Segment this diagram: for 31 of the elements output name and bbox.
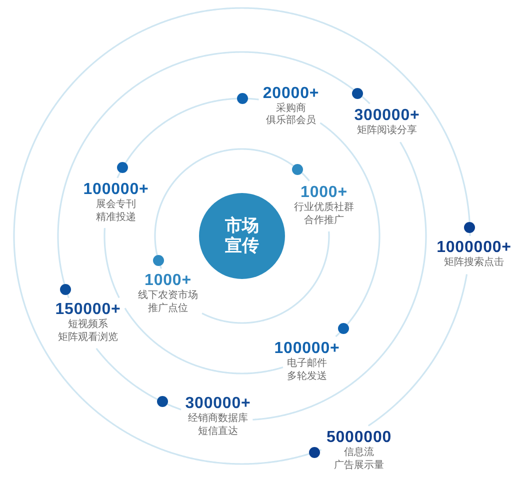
dot-icon	[117, 162, 128, 174]
channel-label: 线下农资市场推广点位	[138, 290, 198, 315]
channel-label: 采购商俱乐部会员	[266, 102, 316, 128]
dot-icon	[236, 93, 248, 104]
count-value: 300000+	[354, 108, 420, 124]
channel-label: 信息流广告展示量	[334, 447, 384, 472]
dot-icon	[352, 88, 364, 99]
dot-icon	[292, 164, 304, 175]
channel-label: 短视频系矩阵观看浏览	[58, 319, 118, 344]
count-value: 100000+	[274, 341, 340, 357]
channel-label: 矩阵阅读分享	[357, 125, 417, 138]
channel-label: 行业优质社群合作推广	[294, 202, 354, 227]
dot-icon	[156, 396, 168, 408]
count-value: 300000+	[185, 396, 251, 412]
center-circle: 市场宣传	[199, 193, 285, 279]
channel-label: 展会专刊精准投递	[96, 199, 136, 224]
channel-label: 电子邮件多轮发送	[287, 358, 327, 383]
count-value: 20000+	[262, 86, 320, 102]
count-value: 100000+	[83, 182, 149, 198]
channel-label: 矩阵搜索点击	[444, 257, 504, 270]
dot-icon	[464, 222, 476, 232]
count-value: 150000+	[55, 302, 121, 318]
count-value: 1000000+	[436, 240, 512, 256]
dot-icon	[338, 323, 350, 334]
channel-label: 经销商数据库短信直达	[188, 413, 248, 438]
dot-icon	[153, 255, 164, 266]
count-value: 5000000	[326, 430, 392, 446]
count-value: 1000+	[144, 273, 192, 289]
dot-icon	[308, 446, 320, 458]
dot-icon	[60, 284, 72, 295]
count-value: 1000+	[300, 185, 348, 201]
